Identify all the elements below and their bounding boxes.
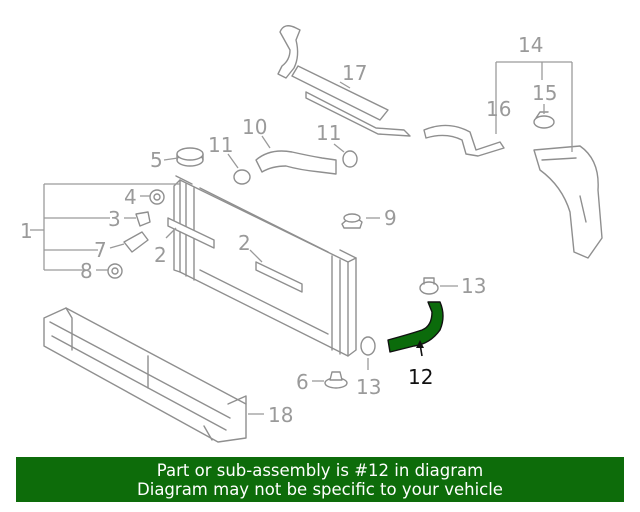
reservoir-hose-16 xyxy=(423,124,505,157)
lower-support xyxy=(43,307,247,443)
leader-lines xyxy=(30,61,573,415)
callout-2-left: 2 xyxy=(154,243,167,267)
callout-12: 12 xyxy=(408,365,433,389)
callout-17: 17 xyxy=(342,61,367,85)
mount-6 xyxy=(324,371,348,389)
callout-18: 18 xyxy=(268,403,293,427)
callout-11-left: 11 xyxy=(208,133,233,157)
reservoir-tank xyxy=(533,145,603,259)
bracket-strip-left xyxy=(167,217,215,249)
callout-1: 1 xyxy=(20,219,33,243)
callout-11-right: 11 xyxy=(316,121,341,145)
info-banner-line-2: Diagram may not be specific to your vehi… xyxy=(137,479,503,499)
callout-14: 14 xyxy=(518,33,543,57)
upper-hose xyxy=(255,150,337,175)
callout-8: 8 xyxy=(80,259,93,283)
callout-13-lower: 13 xyxy=(356,375,381,399)
lower-hose-highlighted xyxy=(387,301,444,353)
callout-3: 3 xyxy=(108,207,121,231)
overflow-hose-17 xyxy=(277,25,411,137)
callout-4: 4 xyxy=(124,185,137,209)
o-ring-8 xyxy=(107,263,123,279)
callout-13-upper: 13 xyxy=(461,274,486,298)
callout-labels: 1 2 2 3 4 5 6 7 8 9 10 11 11 12 13 13 14… xyxy=(20,33,557,427)
plug-4 xyxy=(149,189,165,205)
clamp-right xyxy=(342,150,358,168)
bracket-strip-right xyxy=(255,261,303,293)
info-banner: Part or sub-assembly is #12 in diagram D… xyxy=(16,457,624,502)
clamp-13-upper xyxy=(419,277,439,295)
clamp-13-lower xyxy=(360,336,376,356)
callout-6: 6 xyxy=(296,370,309,394)
callout-9: 9 xyxy=(384,206,397,230)
callout-10: 10 xyxy=(242,115,267,139)
callout-7: 7 xyxy=(94,238,107,262)
reservoir-cap-15 xyxy=(533,111,555,129)
info-banner-line-1: Part or sub-assembly is #12 in diagram xyxy=(156,460,484,480)
callout-5: 5 xyxy=(150,148,163,172)
callout-2-right: 2 xyxy=(238,231,251,255)
callout-16: 16 xyxy=(486,97,511,121)
plug-3 xyxy=(135,211,151,227)
clamp-left xyxy=(233,169,251,185)
drain-cock-7 xyxy=(123,231,149,253)
radiator-cap xyxy=(176,147,204,167)
mount-9 xyxy=(341,213,363,229)
callout-15: 15 xyxy=(532,81,557,105)
